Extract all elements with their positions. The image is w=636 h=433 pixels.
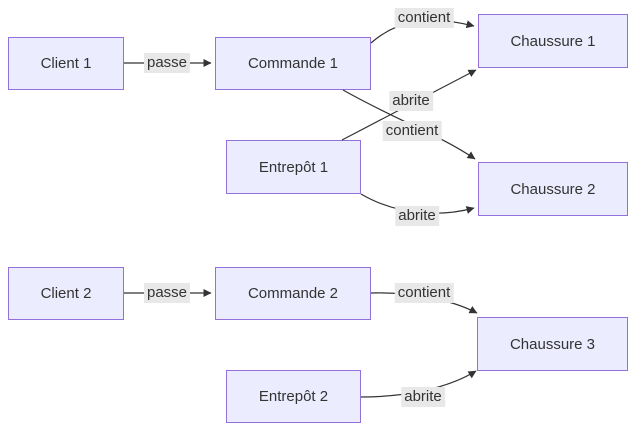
edge-label-contient-1: contient	[394, 8, 454, 28]
node-entrepot-1: Entrepôt 1	[226, 140, 361, 194]
edge-label-abrite-2: abrite	[395, 206, 439, 226]
node-label: Client 1	[40, 55, 92, 72]
node-commande-1: Commande 1	[215, 37, 371, 90]
edge-label-contient-2: contient	[382, 121, 442, 141]
node-chaussure-1: Chaussure 1	[478, 14, 628, 68]
node-label: Chaussure 3	[509, 335, 596, 353]
node-entrepot-2: Entrepôt 2	[226, 370, 361, 423]
node-chaussure-2: Chaussure 2	[478, 162, 628, 216]
edge-label-passe-1: passe	[143, 53, 191, 73]
node-label: Chaussure 1	[510, 32, 596, 50]
edge-label-contient-3: contient	[394, 283, 454, 303]
node-label: Commande 1	[247, 55, 339, 72]
edge-label-abrite-1: abrite	[389, 91, 433, 111]
node-label: Commande 2	[247, 285, 339, 302]
node-client-1: Client 1	[8, 37, 124, 90]
node-label: Chaussure 2	[510, 180, 596, 198]
node-label: Entrepôt 2	[258, 388, 329, 405]
node-chaussure-3: Chaussure 3	[477, 317, 628, 371]
node-client-2: Client 2	[8, 267, 124, 320]
node-label: Entrepôt 1	[258, 158, 329, 176]
node-commande-2: Commande 2	[215, 267, 371, 320]
node-label: Client 2	[40, 285, 92, 302]
edge-label-passe-2: passe	[143, 283, 191, 303]
edge-label-abrite-3: abrite	[401, 387, 445, 407]
